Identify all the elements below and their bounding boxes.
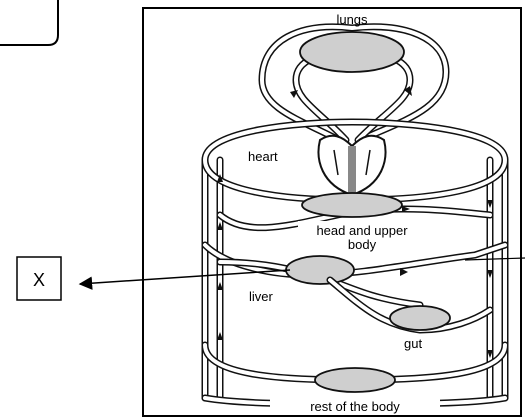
corner-box [0, 0, 58, 45]
rest-of-body-capillaries [315, 368, 395, 392]
gut-label: gut [404, 336, 422, 351]
rest-of-body-label: rest of the body [310, 399, 400, 414]
head-upper-body-capillaries [302, 193, 402, 217]
head-upper-body-label-line1: head and upper [316, 223, 408, 238]
x-box-label: X [33, 270, 45, 290]
lungs-capillaries [300, 32, 404, 72]
gut-capillaries [390, 306, 450, 330]
heart-label: heart [248, 149, 278, 164]
x-arrow [80, 270, 290, 284]
liver-label: liver [249, 289, 274, 304]
heart [319, 136, 386, 195]
lungs-label: lungs [336, 12, 368, 27]
head-upper-body-label-line2: body [348, 237, 377, 252]
liver-capillaries [286, 256, 354, 284]
rest-of-body-circuit [205, 345, 505, 404]
